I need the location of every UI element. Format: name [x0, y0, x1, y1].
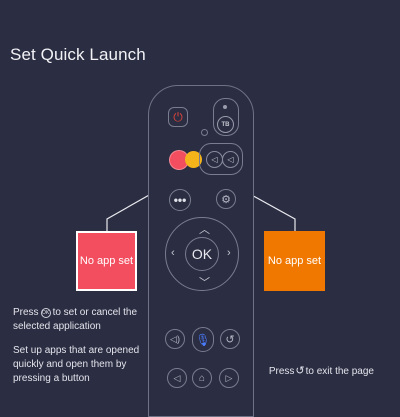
- arrow-left-icon[interactable]: ‹: [171, 247, 175, 259]
- return-icon: ↺: [295, 365, 305, 377]
- microphone-icon: 🎙: [195, 332, 211, 347]
- home-button[interactable]: ⌂: [192, 368, 212, 388]
- arrow-right-icon[interactable]: ›: [227, 247, 231, 259]
- left-quick-launch-slot[interactable]: No app set: [76, 231, 137, 291]
- exit-press-label: Press: [268, 366, 295, 377]
- volume-up-icon[interactable]: ◁: [222, 151, 239, 168]
- dpad: ︿ ﹀ ‹ › OK: [165, 217, 239, 291]
- more-button[interactable]: •••: [169, 189, 191, 211]
- instruction-press-label: Press: [13, 307, 39, 318]
- forward-button[interactable]: ▷: [219, 368, 239, 388]
- speaker-icon: ◁): [170, 333, 180, 344]
- gear-icon: ⚙: [221, 193, 231, 206]
- volume-button-group: ◁ ◁: [199, 143, 243, 175]
- rewind-icon: ◁: [173, 372, 181, 383]
- arrow-up-icon[interactable]: ︿: [199, 224, 210, 236]
- voice-button[interactable]: 🎙: [192, 327, 214, 352]
- back-arrow-icon: ↺: [225, 333, 235, 346]
- volume-button[interactable]: ◁): [165, 329, 185, 349]
- back-button[interactable]: ↺: [220, 329, 240, 349]
- power-icon: ⏻: [173, 109, 183, 124]
- rewind-button[interactable]: ◁: [167, 368, 187, 388]
- description-text: Set up apps that are opened quickly and …: [13, 345, 140, 384]
- more-dots-icon: •••: [173, 193, 187, 207]
- mic-indicator: [201, 129, 208, 136]
- settings-button[interactable]: ⚙: [216, 189, 236, 209]
- instruction-action-label: to set or cancel the selected applicatio…: [13, 307, 138, 332]
- page-title: Set Quick Launch: [10, 45, 146, 64]
- yellow-quick-launch-button[interactable]: [185, 151, 202, 168]
- exit-action-label: to exit the page: [305, 366, 374, 377]
- right-quick-launch-slot[interactable]: No app set: [264, 231, 325, 291]
- tb-button[interactable]: TB: [217, 116, 234, 133]
- tb-button-group: TB: [213, 98, 239, 136]
- remote-control: ⏻ TB ◁ ◁ ••• ⚙ ︿ ﹀ ‹ › OK ◁) 🎙 ↺ ◁ ⌂ ▷: [148, 85, 254, 417]
- exit-hint: Press↺to exit the page: [269, 364, 374, 377]
- volume-down-icon[interactable]: ◁: [206, 151, 223, 168]
- forward-icon: ▷: [225, 372, 233, 383]
- ok-key-icon: OK: [40, 308, 51, 318]
- arrow-down-icon[interactable]: ﹀: [199, 277, 210, 289]
- home-icon: ⌂: [198, 372, 206, 384]
- power-button[interactable]: ⏻: [168, 107, 188, 127]
- ok-button[interactable]: OK: [185, 237, 219, 271]
- indicator-dot: [223, 105, 227, 109]
